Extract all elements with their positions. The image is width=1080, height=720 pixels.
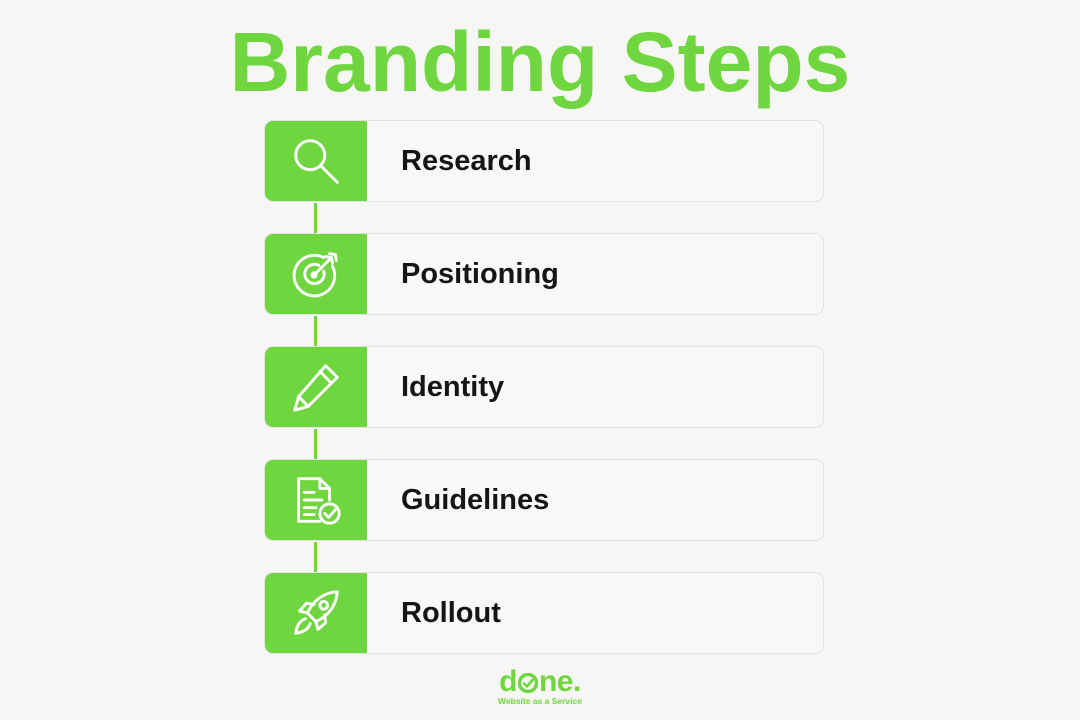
timeline-connector bbox=[314, 316, 317, 346]
logo-tagline: Website as a Service bbox=[498, 696, 582, 706]
step-rollout: Rollout bbox=[264, 572, 824, 654]
timeline-connector bbox=[314, 542, 317, 572]
step-label: Positioning bbox=[401, 257, 559, 290]
logo-wordmark: d ne. bbox=[499, 665, 581, 698]
rocket-icon bbox=[265, 573, 367, 653]
step-label: Rollout bbox=[401, 596, 501, 629]
target-icon bbox=[265, 234, 367, 314]
timeline-connector bbox=[314, 429, 317, 459]
timeline-connector bbox=[314, 203, 317, 233]
step-label: Identity bbox=[401, 370, 505, 403]
step-research: Research bbox=[264, 120, 824, 202]
step-label: Guidelines bbox=[401, 483, 550, 516]
check-icon bbox=[517, 673, 538, 693]
step-label: Research bbox=[401, 144, 532, 177]
search-icon bbox=[265, 121, 367, 201]
step-identity: Identity bbox=[264, 346, 824, 428]
pencil-icon bbox=[265, 347, 367, 427]
step-guidelines: Guidelines bbox=[264, 459, 824, 541]
step-positioning: Positioning bbox=[264, 233, 824, 315]
brand-logo: d ne. Website as a Service bbox=[0, 665, 1080, 707]
page-title: Branding Steps bbox=[229, 15, 851, 109]
document-check-icon bbox=[265, 460, 367, 540]
